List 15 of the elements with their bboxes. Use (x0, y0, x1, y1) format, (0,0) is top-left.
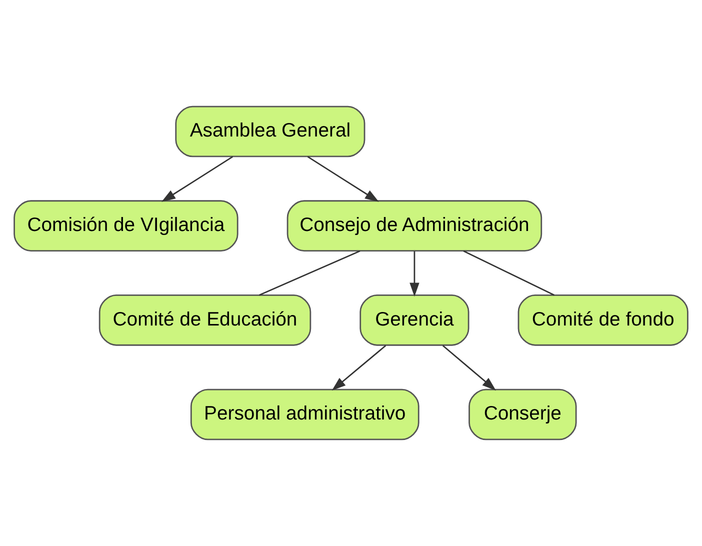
arrow (332, 345, 386, 391)
connector (258, 250, 360, 296)
node-box: Comité de Educación (98, 294, 312, 346)
connector (463, 250, 555, 296)
node-box: Comité de fondo (518, 294, 688, 346)
arrow (410, 251, 420, 297)
node-box: Personal administrativo (190, 388, 420, 440)
node-box: Consejo de Administración (286, 200, 542, 252)
node-box: Conserje (468, 388, 577, 440)
node-box: Comisión de VIgilancia (14, 200, 238, 252)
node-box: Gerencia (360, 294, 470, 346)
node-box: Asamblea General (175, 106, 366, 158)
arrow (162, 156, 234, 202)
arrow (442, 345, 496, 391)
arrow (307, 156, 379, 202)
